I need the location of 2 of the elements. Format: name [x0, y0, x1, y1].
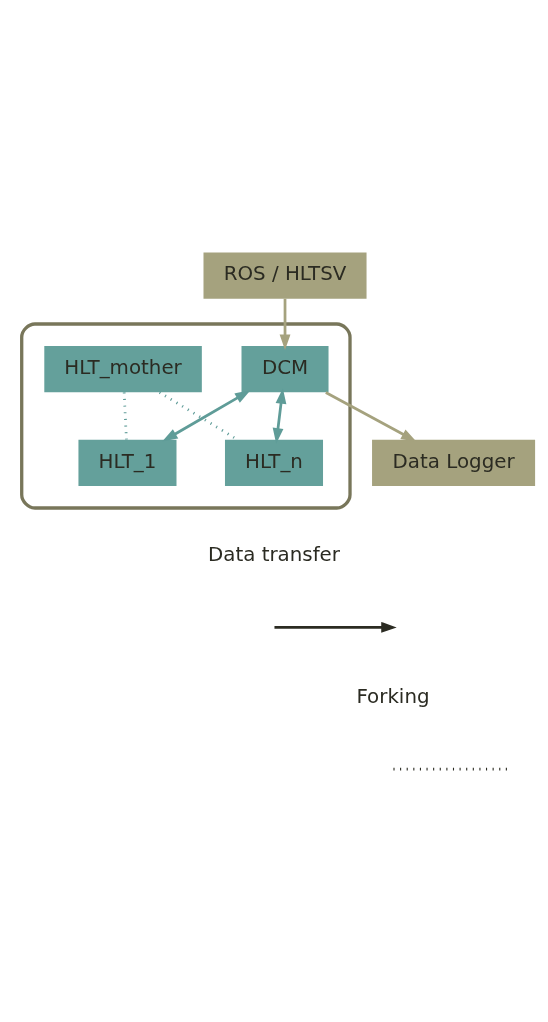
legend-label: Data transfer [208, 543, 340, 567]
legend-label: Forking [356, 685, 430, 709]
